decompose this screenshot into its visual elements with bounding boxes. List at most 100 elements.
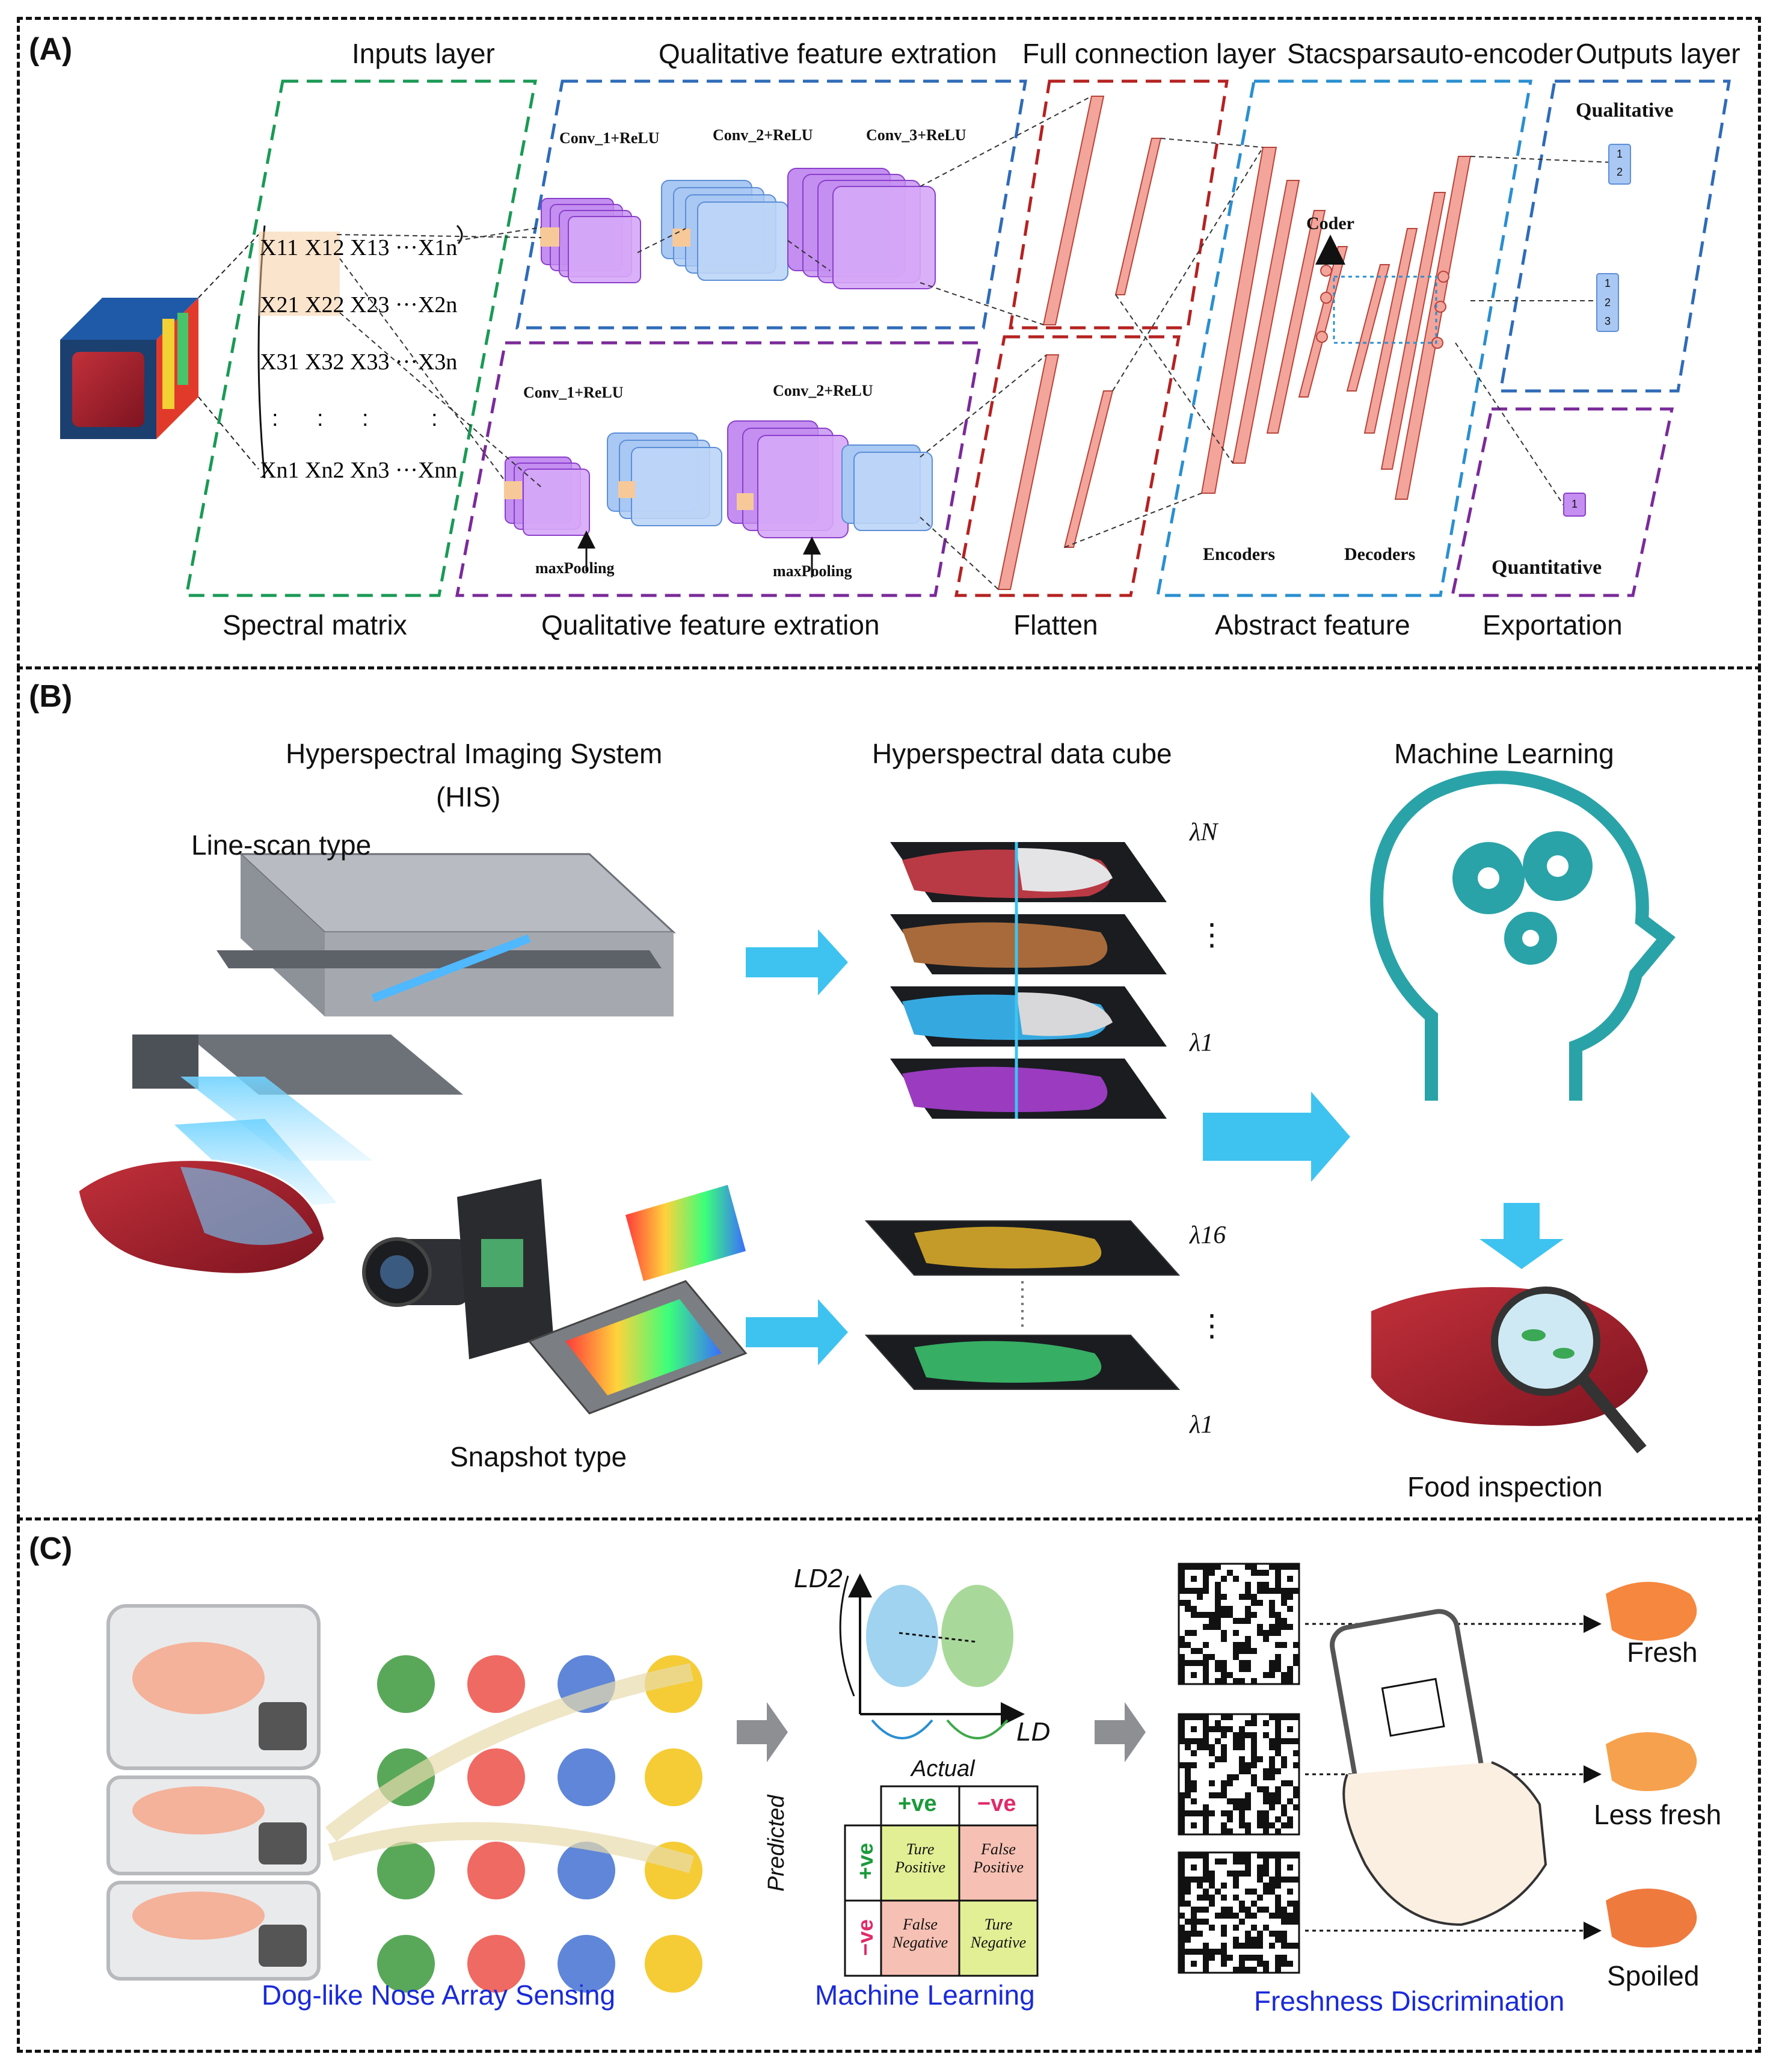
ld2-label: LD2 <box>794 1564 843 1593</box>
ml-head-icon <box>1370 770 1676 1101</box>
qual-bottom-label: Qualitative feature extration <box>541 609 880 641</box>
class-fresh: Fresh <box>1627 1637 1698 1668</box>
spectral-matrix-label: Spectral matrix <box>223 609 407 641</box>
lambda-bottom-dots: ⋮ <box>1197 1309 1227 1342</box>
conv-bot-1-label: Conv_1+ReLU <box>523 384 624 401</box>
conv-stack-top-1 <box>540 198 641 283</box>
output-nodes <box>1596 144 1631 332</box>
class-spoiled: Spoiled <box>1607 1960 1700 1991</box>
matrix-cell: : <box>362 406 369 431</box>
packaged-fish-trays <box>106 1604 321 1981</box>
cube-layers-bottom <box>864 1220 1181 1390</box>
abstract-label: Abstract feature <box>1215 609 1410 641</box>
matrix-cell: : <box>431 406 438 431</box>
autoencoder-box <box>1155 79 1532 597</box>
spectral-matrix: X11 X12 X13 ···X1n X21 X22 X23 ···X2n X3… <box>260 235 461 514</box>
output-node-top-1: 1 <box>1617 148 1623 160</box>
stac-label: Stacsparsauto-encoder <box>1287 38 1573 69</box>
matrix-cell: : <box>317 406 324 431</box>
food-inspection-label: Food inspection <box>1407 1471 1603 1502</box>
cube-layers-top <box>890 842 1167 1119</box>
sensing-caption: Dog-like Nose Array Sensing <box>262 1979 616 2011</box>
panel-c-frame <box>17 1517 1761 2053</box>
conv-stack-bottom-4 <box>841 444 933 531</box>
cm-cell-tp: Ture Positive <box>895 1840 945 1876</box>
matrix-cell: Xn3 <box>350 458 390 483</box>
lambda-1-top-label: λ1 <box>1190 1029 1214 1057</box>
lambda-n-label: λN <box>1190 819 1218 846</box>
flatten-box <box>954 335 1181 597</box>
line-scan-label: Line-scan type <box>191 829 372 861</box>
qual-top-box <box>515 79 1027 330</box>
output-node-mid-3: 3 <box>1605 315 1611 327</box>
cm-cell-tn: Ture Negative <box>970 1916 1027 1951</box>
actual-neg-label: −ve <box>977 1791 1016 1816</box>
conv-top-2-label: Conv_2+ReLU <box>713 126 813 144</box>
predicted-label: Predicted <box>764 1795 789 1892</box>
class-less-fresh: Less fresh <box>1594 1799 1722 1830</box>
actual-label: Actual <box>911 1756 975 1781</box>
ml-caption: Machine Learning <box>815 1979 1035 2011</box>
ld-label: LD <box>1016 1717 1051 1747</box>
pred-pos-label: +ve <box>853 1842 877 1880</box>
cm-cell-fn: False Negative <box>892 1916 948 1951</box>
pred-neg-label: −ve <box>853 1919 877 1956</box>
panel-b-tag: (B) <box>29 679 73 714</box>
conv-stack-top-3 <box>787 168 936 289</box>
actual-pos-label: +ve <box>898 1791 937 1816</box>
matrix-cell: ···X1n <box>395 235 458 260</box>
matrix-cell: X13 <box>350 235 390 260</box>
matrix-row: X21 X22 X23 ···X2n <box>260 292 461 349</box>
matrix-row: Xn1 Xn2 Xn3 ···Xnn <box>260 457 461 514</box>
matrix-cell: X33 <box>350 349 390 375</box>
matrix-row: : : : : <box>260 406 461 457</box>
matrix-cell: ···X2n <box>395 292 458 318</box>
salmon-fillets <box>1606 1582 1697 1947</box>
lambda-1-bottom-label: λ1 <box>1190 1411 1214 1439</box>
outputs-qual-box <box>1499 79 1731 393</box>
ml-title-b: Machine Learning <box>1394 738 1614 769</box>
inputs-layer-box <box>184 79 538 597</box>
conv-stack-bottom-3 <box>727 420 849 538</box>
full-connection-box <box>1009 79 1229 330</box>
matrix-cell: X32 <box>305 349 345 375</box>
flatten-label: Flatten <box>1013 609 1098 641</box>
conv-top-1-label: Conv_1+ReLU <box>559 129 660 147</box>
matrix-cell: : <box>272 406 278 431</box>
lambda-16-label: λ16 <box>1190 1222 1226 1249</box>
decoders-label: Decoders <box>1344 544 1416 564</box>
freshness-caption: Freshness Discrimination <box>1254 1985 1565 2017</box>
exportation-label: Exportation <box>1483 609 1623 641</box>
output-node-bottom: 1 <box>1572 498 1578 510</box>
matrix-cell: X11 <box>260 235 299 260</box>
coder-label: Coder <box>1306 214 1354 233</box>
food-inspection-icon <box>1371 1287 1648 1454</box>
output-node-mid-2: 2 <box>1605 297 1611 309</box>
conv-bot-2-label: Conv_2+ReLU <box>773 382 873 399</box>
pool-1-label: maxPooling <box>535 559 615 577</box>
snapshot-sensor-chip <box>527 1185 748 1415</box>
cm-cell-fp: False Positive <box>973 1840 1024 1876</box>
flatten-bars <box>997 96 1162 590</box>
cube-title: Hyperspectral data cube <box>872 738 1172 769</box>
encoder-bars <box>1200 147 1472 500</box>
qualitative-output-label: Qualitative <box>1576 99 1674 121</box>
smartphone-hand-icon <box>1330 1609 1547 1926</box>
full-conn-label: Full connection layer <box>1022 38 1276 69</box>
conv-top-3-label: Conv_3+ReLU <box>866 126 966 144</box>
encoders-label: Encoders <box>1203 544 1275 564</box>
output-node-mid-1: 1 <box>1605 277 1611 289</box>
conv-stack-bottom-2 <box>607 432 722 526</box>
matrix-cell: Xn1 <box>260 458 300 483</box>
panel-a-tag: (A) <box>29 32 73 67</box>
his-abbr: (HIS) <box>436 781 501 813</box>
panel-c-tag: (C) <box>29 1531 73 1566</box>
output-node-top-2: 2 <box>1617 166 1623 178</box>
qual-bottom-box <box>455 341 982 597</box>
outputs-quant-box <box>1450 407 1674 597</box>
matrix-cell: X22 <box>305 292 345 318</box>
matrix-cell: Xn2 <box>305 458 345 483</box>
matrix-cell: X31 <box>260 349 300 375</box>
outputs-label: Outputs layer <box>1576 38 1741 69</box>
